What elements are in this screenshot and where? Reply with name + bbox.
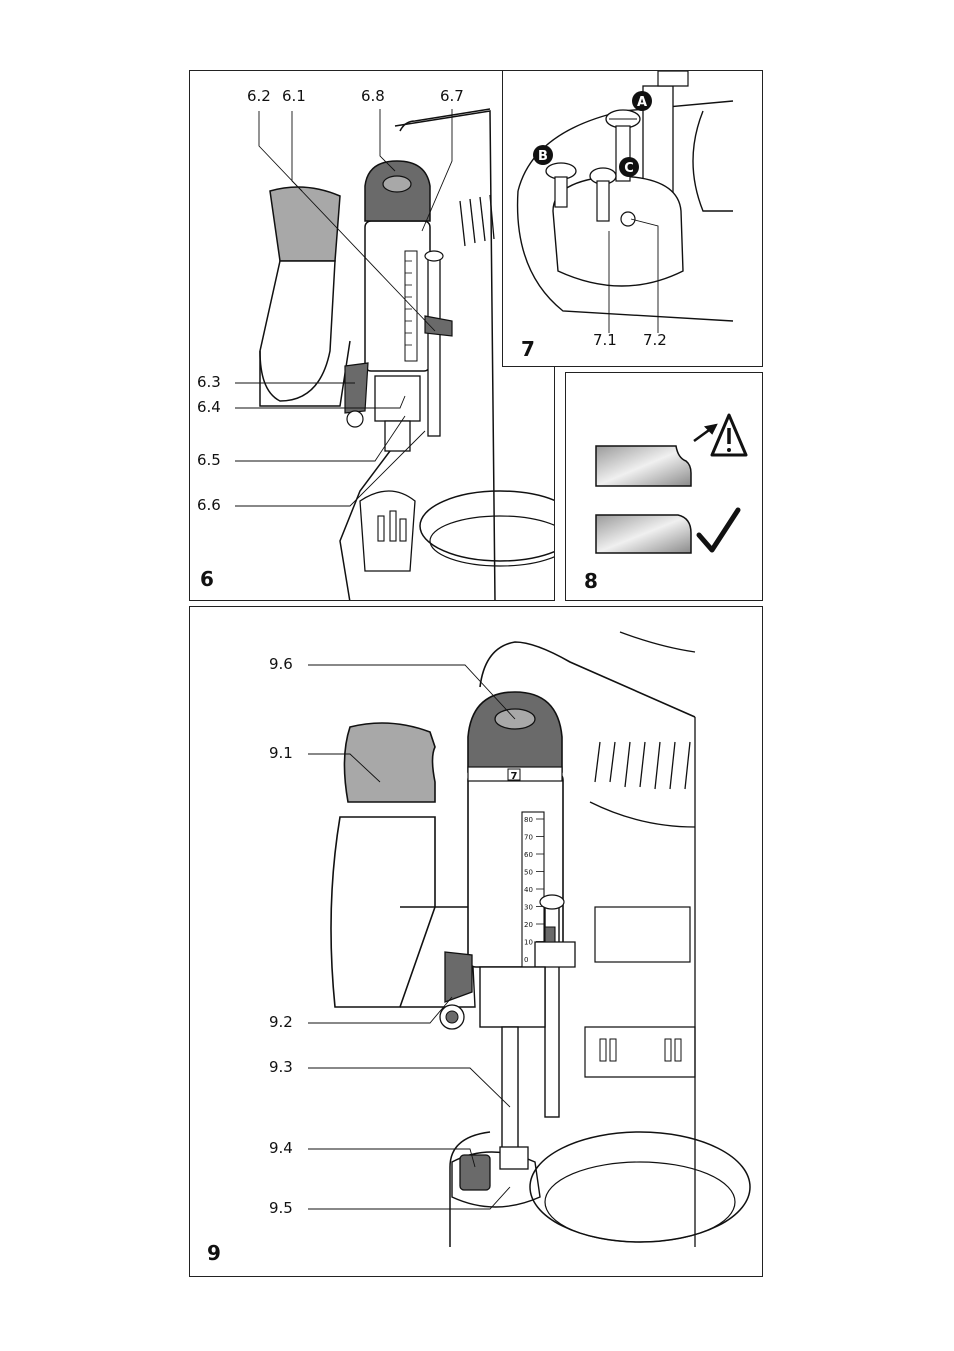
figure-6-illustration: [235, 108, 554, 600]
callout-6-7: 6.7: [440, 87, 464, 105]
figure-8-number: 8: [584, 569, 598, 593]
callout-6-4: 6.4: [197, 398, 221, 416]
figure-7-number: 7: [521, 337, 535, 361]
figure-8-panel: 8: [565, 372, 763, 601]
worn-cutter-edge: [595, 445, 692, 487]
callout-9-2: 9.2: [269, 1013, 293, 1031]
scale-tick-label: 70: [524, 834, 533, 842]
marker-a: A: [637, 95, 647, 110]
scale-tick-label: 20: [524, 921, 533, 929]
scale-tick-label: 10: [524, 939, 533, 947]
figure-7-panel: A B C 7.1 7.2 7: [502, 70, 763, 367]
callout-6-5: 6.5: [197, 451, 221, 469]
figure-9-illustration: 7 80 70 60 50 40 30 20 10 0: [308, 631, 751, 1247]
callout-7-1: 7.1: [593, 331, 617, 349]
callout-6-8: 6.8: [361, 87, 385, 105]
callout-9-4: 9.4: [269, 1139, 293, 1157]
callout-9-5: 9.5: [269, 1199, 293, 1217]
callout-9-1: 9.1: [269, 744, 293, 762]
scale-tick-label: 0: [524, 956, 528, 964]
callout-6-3: 6.3: [197, 373, 221, 391]
callout-6-2: 6.2: [247, 87, 271, 105]
callout-6-6: 6.6: [197, 496, 221, 514]
scale-tick-label: 80: [524, 816, 533, 824]
depth-dial-number: 7: [511, 771, 518, 782]
scale-tick-label: 40: [524, 886, 533, 894]
figure-7-illustration: A B C: [516, 71, 734, 333]
figure-9-number: 9: [207, 1241, 221, 1265]
callout-6-1: 6.1: [282, 87, 306, 105]
figure-8-illustration: [595, 413, 748, 554]
scale-tick-label: 30: [524, 904, 533, 912]
check-icon: [696, 507, 741, 553]
marker-c: C: [624, 161, 634, 176]
figure-6-number: 6: [200, 567, 214, 591]
callout-9-3: 9.3: [269, 1058, 293, 1076]
callout-9-6: 9.6: [269, 655, 293, 673]
callout-7-2: 7.2: [643, 331, 667, 349]
figure-6-panel: 6.2 6.1 6.8 6.7 6.3 6.4 6.5 6.6 6: [189, 70, 555, 601]
marker-b: B: [538, 149, 548, 164]
figure-9-panel: 7 80 70 60 50 40 30 20 10 0: [189, 606, 763, 1277]
scale-tick-label: 50: [524, 869, 533, 877]
good-cutter-edge: [595, 514, 692, 554]
scale-tick-label: 60: [524, 851, 533, 859]
